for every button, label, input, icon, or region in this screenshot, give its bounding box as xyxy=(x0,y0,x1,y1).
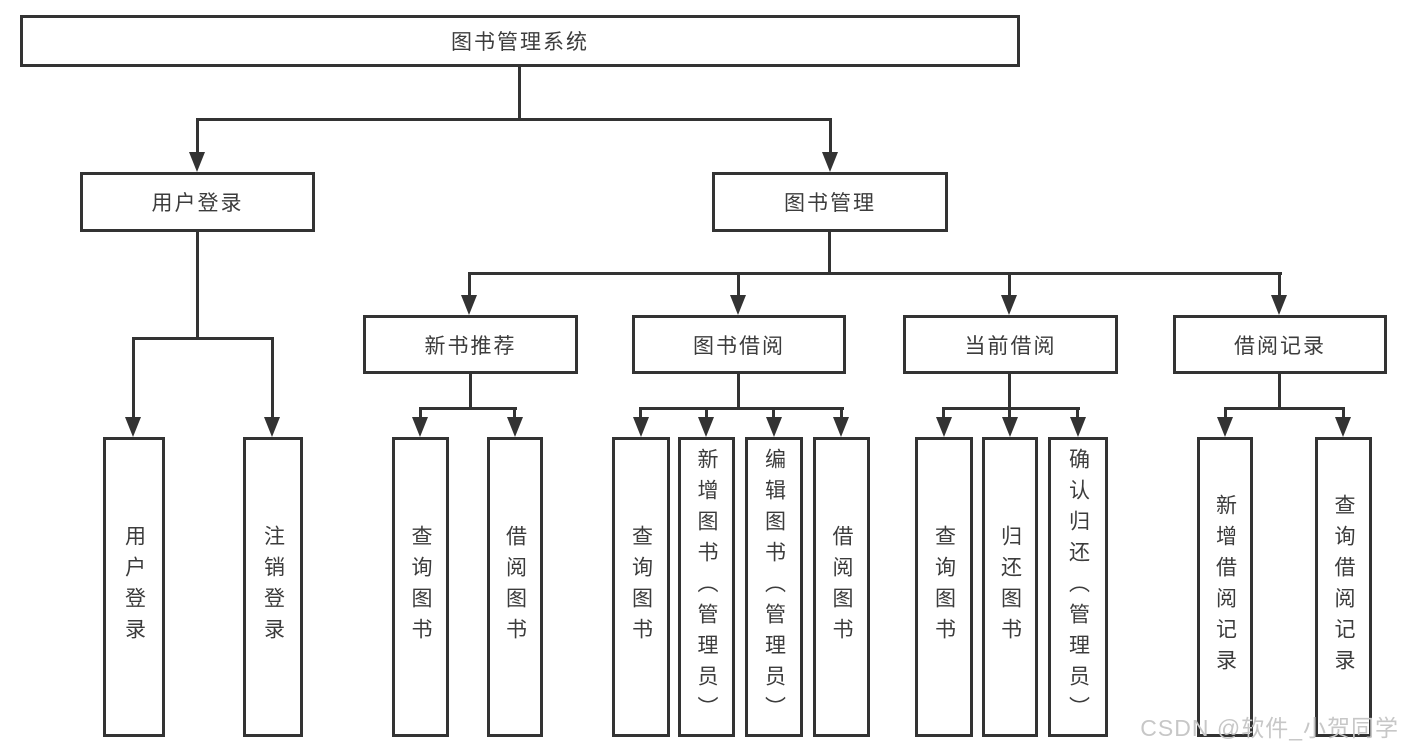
leaf-query-books-current-label: 查询图书 xyxy=(932,525,956,649)
node-current-borrow: 当前借阅 xyxy=(903,315,1118,374)
arrowhead-down xyxy=(412,417,428,437)
leaf-query-books-current: 查询图书 xyxy=(915,437,973,737)
connector-line xyxy=(196,118,832,121)
connector-line xyxy=(132,337,135,420)
leaf-borrow-books-recommend: 借阅图书 xyxy=(487,437,543,737)
connector-line xyxy=(132,337,274,340)
leaf-confirm-return-admin-label: 确认归还（管理员） xyxy=(1066,447,1090,727)
node-new-book-recommend: 新书推荐 xyxy=(363,315,578,374)
leaf-logout: 注销登录 xyxy=(243,437,303,737)
arrowhead-down xyxy=(730,295,746,315)
arrowhead-down xyxy=(1001,295,1017,315)
arrowhead-down xyxy=(1217,417,1233,437)
node-root: 图书管理系统 xyxy=(20,15,1020,67)
leaf-add-books-admin: 新增图书（管理员） xyxy=(678,437,735,737)
leaf-edit-books-admin: 编辑图书（管理员） xyxy=(745,437,803,737)
arrowhead-down xyxy=(698,417,714,437)
leaf-add-borrow-record: 新增借阅记录 xyxy=(1197,437,1253,737)
connector-line xyxy=(942,407,1080,410)
node-new-book-recommend-label: 新书推荐 xyxy=(424,334,517,358)
leaf-query-books-recommend-label: 查询图书 xyxy=(409,525,432,649)
connector-line xyxy=(513,407,516,420)
node-user-login-label: 用户登录 xyxy=(151,192,244,215)
connector-line xyxy=(1278,374,1281,410)
arrowhead-down xyxy=(125,417,141,437)
leaf-query-books-borrow-label: 查询图书 xyxy=(629,525,653,649)
node-user-login: 用户登录 xyxy=(80,172,315,232)
leaf-confirm-return-admin: 确认归还（管理员） xyxy=(1048,437,1108,737)
arrowhead-down xyxy=(264,417,280,437)
connector-line xyxy=(942,407,945,420)
node-current-borrow-label: 当前借阅 xyxy=(964,334,1057,358)
node-book-management: 图书管理 xyxy=(712,172,948,232)
leaf-user-login-label: 用户登录 xyxy=(122,525,146,649)
leaf-edit-books-admin-label: 编辑图书（管理员） xyxy=(762,447,786,727)
connector-line xyxy=(419,407,517,410)
connector-line xyxy=(468,272,471,298)
arrowhead-down xyxy=(507,417,523,437)
connector-line xyxy=(828,232,831,275)
connector-line xyxy=(640,407,844,410)
arrowhead-down xyxy=(189,152,205,172)
leaf-add-borrow-record-label: 新增借阅记录 xyxy=(1213,494,1237,680)
connector-line xyxy=(1224,407,1345,410)
connector-line xyxy=(1224,407,1227,420)
leaf-borrow-books-label: 借阅图书 xyxy=(830,525,853,649)
connector-line xyxy=(1008,407,1011,420)
connector-line xyxy=(1278,272,1281,298)
arrowhead-down xyxy=(1070,417,1086,437)
node-borrow-records-label: 借阅记录 xyxy=(1234,334,1326,358)
connector-line xyxy=(1076,407,1079,420)
arrowhead-down xyxy=(833,417,849,437)
arrowhead-down xyxy=(936,417,952,437)
arrowhead-down xyxy=(1271,295,1287,315)
connector-line xyxy=(737,272,740,298)
connector-line xyxy=(196,232,199,340)
node-borrow-records: 借阅记录 xyxy=(1173,315,1387,374)
connector-line xyxy=(196,118,199,156)
leaf-return-books: 归还图书 xyxy=(982,437,1038,737)
arrowhead-down xyxy=(461,295,477,315)
connector-line xyxy=(1342,407,1345,420)
arrowhead-down xyxy=(822,152,838,172)
csdn-watermark: CSDN @软件_小贺同学 xyxy=(1140,715,1399,741)
arrowhead-down xyxy=(1335,417,1351,437)
arrowhead-down xyxy=(633,417,649,437)
leaf-query-borrow-record: 查询借阅记录 xyxy=(1315,437,1372,737)
connector-line xyxy=(772,407,775,420)
connector-line xyxy=(419,407,422,420)
leaf-user-login: 用户登录 xyxy=(103,437,165,737)
connector-line xyxy=(840,407,843,420)
connector-line xyxy=(705,407,708,420)
node-book-management-label: 图书管理 xyxy=(784,192,876,215)
leaf-return-books-label: 归还图书 xyxy=(998,525,1022,649)
connector-line xyxy=(639,407,642,420)
connector-line xyxy=(737,374,740,410)
arrowhead-down xyxy=(1002,417,1018,437)
connector-line xyxy=(1008,272,1011,298)
leaf-query-books-borrow: 查询图书 xyxy=(612,437,670,737)
leaf-query-books-recommend: 查询图书 xyxy=(392,437,449,737)
leaf-query-borrow-record-label: 查询借阅记录 xyxy=(1332,494,1355,680)
connector-line xyxy=(518,67,521,121)
leaf-logout-label: 注销登录 xyxy=(261,525,285,649)
connector-line xyxy=(829,118,832,156)
connector-line xyxy=(271,337,274,420)
leaf-borrow-books: 借阅图书 xyxy=(813,437,870,737)
connector-line xyxy=(469,374,472,410)
arrowhead-down xyxy=(766,417,782,437)
node-book-borrow: 图书借阅 xyxy=(632,315,846,374)
connector-line xyxy=(468,272,1282,275)
node-root-label: 图书管理系统 xyxy=(451,31,589,54)
connector-line xyxy=(1008,374,1011,410)
node-book-borrow-label: 图书借阅 xyxy=(693,334,785,358)
leaf-borrow-books-recommend-label: 借阅图书 xyxy=(503,525,527,649)
leaf-add-books-admin-label: 新增图书（管理员） xyxy=(695,447,718,727)
